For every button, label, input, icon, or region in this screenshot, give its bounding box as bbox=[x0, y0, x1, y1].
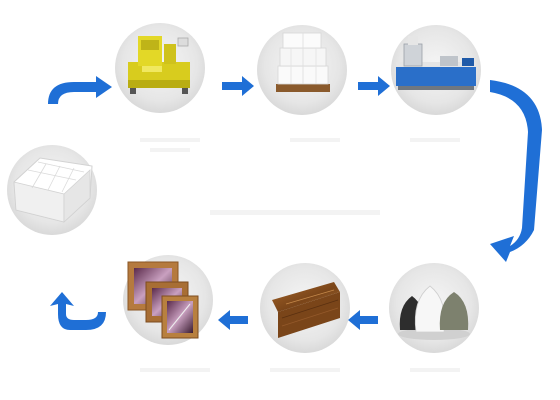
arrow-left-1 bbox=[348, 310, 378, 330]
blue-pelletizing-extruder-icon bbox=[396, 36, 476, 90]
stacked-compressed-blocks-icon bbox=[276, 32, 330, 92]
step-extruder bbox=[391, 25, 481, 115]
yellow-compactor-machine-icon bbox=[128, 36, 190, 94]
arrow-left-2 bbox=[218, 310, 248, 330]
step-pellets bbox=[389, 263, 479, 353]
white-foam-waste-icon bbox=[13, 157, 93, 223]
arrow-curve-left-up bbox=[48, 76, 112, 104]
arrow-curve-left-down bbox=[50, 292, 106, 330]
step-moulding bbox=[260, 263, 350, 353]
pellet-bags-icon bbox=[398, 285, 470, 340]
faint-watermark bbox=[140, 138, 460, 372]
flow-arrows bbox=[48, 76, 542, 330]
arrow-curve-right-down bbox=[490, 80, 542, 262]
picture-frames-icon bbox=[127, 261, 199, 339]
wood-moulding-profile-icon bbox=[272, 282, 340, 338]
step-foam-waste bbox=[7, 145, 97, 235]
step-compressed-blocks bbox=[257, 25, 347, 115]
arrow-right-1 bbox=[222, 76, 254, 96]
step-picture-frames bbox=[123, 255, 213, 345]
step-compactor bbox=[115, 23, 205, 113]
arrow-right-2 bbox=[358, 76, 390, 96]
